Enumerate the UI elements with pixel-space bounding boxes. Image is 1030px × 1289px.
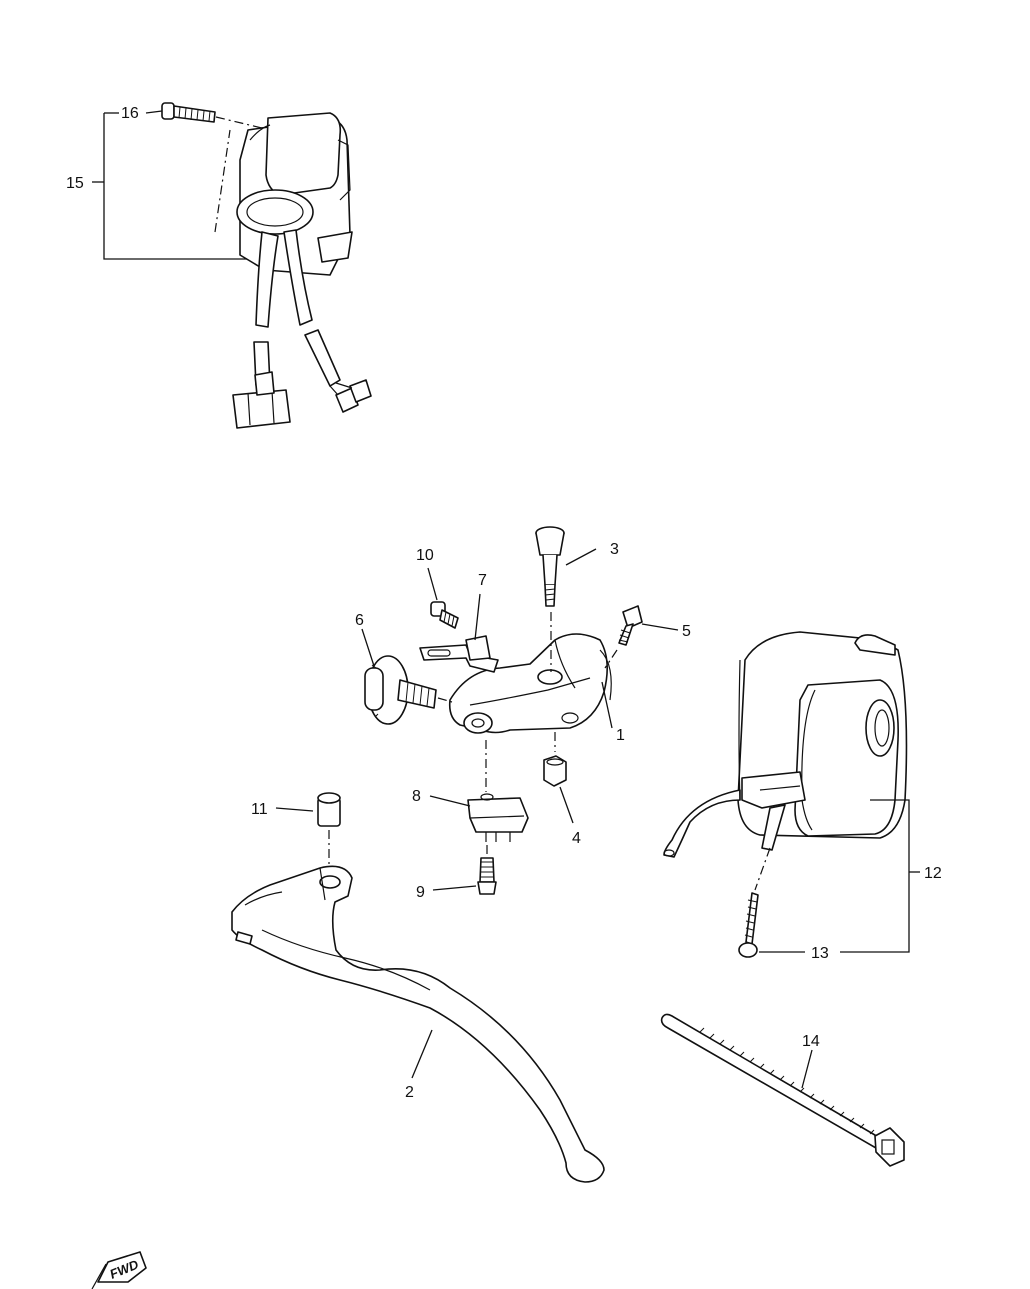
adjuster-6 — [364, 655, 453, 725]
cable-tie-14 — [660, 1013, 905, 1167]
lever-holder-1 — [448, 633, 612, 734]
callout-13: 13 — [811, 945, 829, 962]
callout-labels: 1 2 3 4 5 6 7 8 9 10 11 12 13 14 15 16 — [66, 105, 942, 1101]
callout-8: 8 — [412, 788, 421, 805]
callout-15: 15 — [66, 175, 84, 192]
callout-1: 1 — [616, 727, 625, 744]
callout-9: 9 — [416, 884, 425, 901]
callout-2: 2 — [405, 1084, 414, 1101]
screw-13 — [738, 892, 759, 958]
bolt-3 — [535, 526, 565, 607]
screw-5 — [618, 605, 643, 646]
leader-lines — [275, 548, 920, 1089]
nut-4 — [543, 755, 567, 787]
callout-14: 14 — [802, 1033, 820, 1050]
callout-7: 7 — [478, 572, 487, 589]
callout-6: 6 — [355, 612, 364, 629]
callout-3: 3 — [610, 541, 619, 558]
fwd-direction-badge: FWD — [91, 1251, 147, 1289]
callout-12: 12 — [924, 865, 942, 882]
screw-10 — [430, 601, 459, 629]
callout-4: 4 — [572, 830, 581, 847]
screw-16 — [161, 102, 216, 123]
callout-16: 16 — [121, 105, 139, 122]
collar-11 — [317, 792, 341, 827]
brake-lever-2 — [231, 865, 605, 1183]
switch-8 — [467, 793, 529, 842]
bracket-7 — [419, 635, 499, 673]
connector-block — [232, 371, 291, 429]
callout-11: 11 — [251, 801, 268, 818]
left-handlebar-switch-assembly — [92, 102, 372, 429]
callout-10: 10 — [416, 547, 434, 564]
right-handlebar-switch-assembly — [663, 631, 908, 858]
callout-5: 5 — [682, 623, 691, 640]
screw-9 — [477, 857, 497, 895]
